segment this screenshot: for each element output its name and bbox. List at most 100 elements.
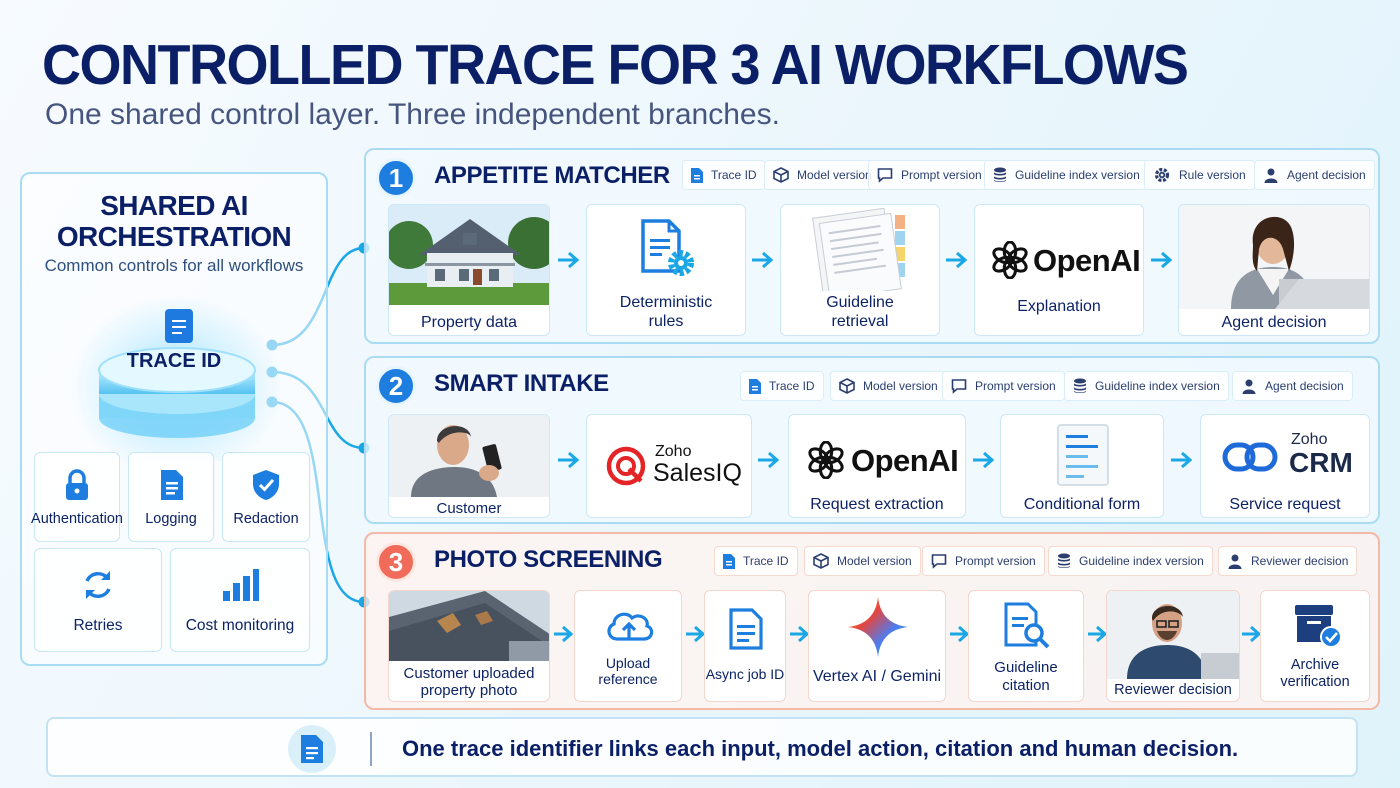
document-icon (723, 553, 735, 569)
tag-reviewer-decision: Reviewer decision (1218, 546, 1358, 576)
workflow-title: SMART INTAKE (434, 370, 609, 397)
footer-text: One trace identifier links each input, m… (402, 736, 1239, 761)
step-label: Guideline citation (994, 659, 1058, 694)
step-label: Guideline retrieval (826, 294, 894, 330)
arrow-right-icon (752, 251, 774, 269)
arrow-right-icon (1242, 625, 1262, 643)
tag-guideline-index-version: Guideline index version (1064, 371, 1229, 401)
arrow-right-icon (758, 451, 780, 469)
control-authentication: Authentication (31, 452, 123, 542)
arrow-right-icon (950, 625, 970, 643)
cube-icon (839, 378, 855, 394)
document-gear-icon (641, 219, 694, 276)
step-guideline-retrieval: Guideline retrieval (780, 204, 940, 336)
salesiq-logo (606, 446, 646, 486)
reviewer-photo (1107, 591, 1239, 679)
workflow-title: PHOTO SCREENING (434, 546, 663, 573)
document-icon (161, 470, 183, 500)
arrow-right-icon (1088, 625, 1108, 643)
salesiq-wordmark: SalesIQ (653, 459, 742, 487)
tag-prompt-version: Prompt version (922, 546, 1045, 576)
archive-check-icon (1295, 605, 1342, 648)
arrow-right-icon (973, 451, 995, 469)
page-title: CONTROLLED TRACE FOR 3 AI WORKFLOWS (42, 33, 1189, 97)
workflow-title: APPETITE MATCHER (434, 162, 670, 189)
arrow-right-icon (946, 251, 968, 269)
tag-trace-id: Trace ID (714, 546, 798, 576)
tag-guideline-index-version: Guideline index version (984, 160, 1149, 190)
step-async-job-id: Async job ID (704, 590, 786, 702)
tag-prompt-version: Prompt version (868, 160, 991, 190)
database-stack-icon (98, 347, 256, 438)
step-reviewer-decision: Reviewer decision (1106, 590, 1240, 702)
zoho-wordmark: Zoho (655, 443, 692, 460)
person-icon (1242, 379, 1256, 394)
shared-title: SHARED AI ORCHESTRATION (56, 190, 292, 252)
bar-chart-icon (223, 569, 259, 601)
arrow-right-icon (558, 451, 580, 469)
database-icon (1058, 553, 1070, 568)
trace-id-label: TRACE ID (126, 350, 222, 372)
form-icon (1057, 424, 1109, 486)
refresh-icon (85, 571, 111, 599)
lock-icon (66, 469, 88, 500)
chat-bubble-icon (877, 168, 893, 183)
step-upload-reference: Upload reference (574, 590, 682, 702)
damaged-roof-photo (389, 591, 549, 661)
step-customer-uploaded-photo: Customer uploaded property photo (388, 590, 550, 702)
shared-subtitle: Common controls for all workflows (44, 256, 304, 275)
step-vertex-ai-gemini: Vertex AI / Gemini (808, 590, 946, 702)
control-cost-monitoring: Cost monitoring (170, 548, 310, 652)
chat-bubble-icon (951, 379, 967, 394)
control-retries: Retries (34, 548, 162, 652)
step-service-request: Zoho CRM Service request (1200, 414, 1370, 518)
control-logging: Logging (128, 452, 214, 542)
control-redaction: Redaction (222, 452, 310, 542)
arrow-right-icon (558, 251, 580, 269)
workflow-appetite-matcher: 1 APPETITE MATCHER Trace ID Model versio… (364, 148, 1380, 344)
step-label: Archive verification (1280, 657, 1350, 690)
arrow-right-icon (1171, 451, 1193, 469)
arrow-right-icon (790, 625, 810, 643)
gear-icon (1154, 167, 1170, 183)
tag-agent-decision: Agent decision (1254, 160, 1375, 190)
workflow-photo-screening: 3 PHOTO SCREENING Trace ID Model version… (364, 532, 1380, 710)
person-icon (1228, 554, 1242, 569)
document-icon (691, 167, 703, 183)
tag-prompt-version: Prompt version (942, 371, 1065, 401)
arrow-right-icon (554, 625, 574, 643)
step-explanation: OpenAI Explanation (974, 204, 1144, 336)
step-deterministic-rules: Deterministic rules (586, 204, 746, 336)
step-archive-verification: Archive verification (1260, 590, 1370, 702)
arrow-right-icon (686, 625, 706, 643)
tag-model-version: Model version (830, 371, 947, 401)
step-zoho-salesiq: Zoho SalesIQ (586, 414, 752, 518)
step-agent-decision: Agent decision (1178, 204, 1370, 336)
chat-bubble-icon (931, 554, 947, 569)
tag-model-version: Model version (804, 546, 921, 576)
trace-document-icon-badge (288, 725, 336, 773)
tag-model-version: Model version (764, 160, 881, 190)
openai-logo (992, 241, 1028, 279)
step-guideline-citation: Guideline citation (968, 590, 1084, 702)
crm-wordmark: CRM (1289, 447, 1353, 478)
house-photo (389, 205, 549, 305)
cloud-upload-icon (607, 612, 654, 641)
document-icon (301, 735, 323, 763)
workflow-number: 2 (376, 366, 416, 406)
workflow-number: 1 (376, 158, 416, 198)
person-icon (1264, 168, 1278, 183)
document-search-icon (1004, 602, 1050, 649)
openai-wordmark: OpenAI (1033, 243, 1141, 278)
shared-orchestration-panel: SHARED AI ORCHESTRATION Common controls … (20, 172, 328, 666)
tag-guideline-index-version: Guideline index version (1048, 546, 1213, 576)
cube-icon (773, 167, 789, 183)
step-label: Deterministic rules (619, 294, 713, 330)
shield-check-icon (253, 470, 279, 500)
tag-agent-decision: Agent decision (1232, 371, 1353, 401)
database-icon (1074, 378, 1086, 393)
database-icon (994, 167, 1006, 182)
tag-trace-id: Trace ID (740, 371, 824, 401)
workflow-smart-intake: 2 SMART INTAKE Trace ID Model version Pr… (364, 356, 1380, 524)
trace-document-icon (165, 309, 193, 343)
